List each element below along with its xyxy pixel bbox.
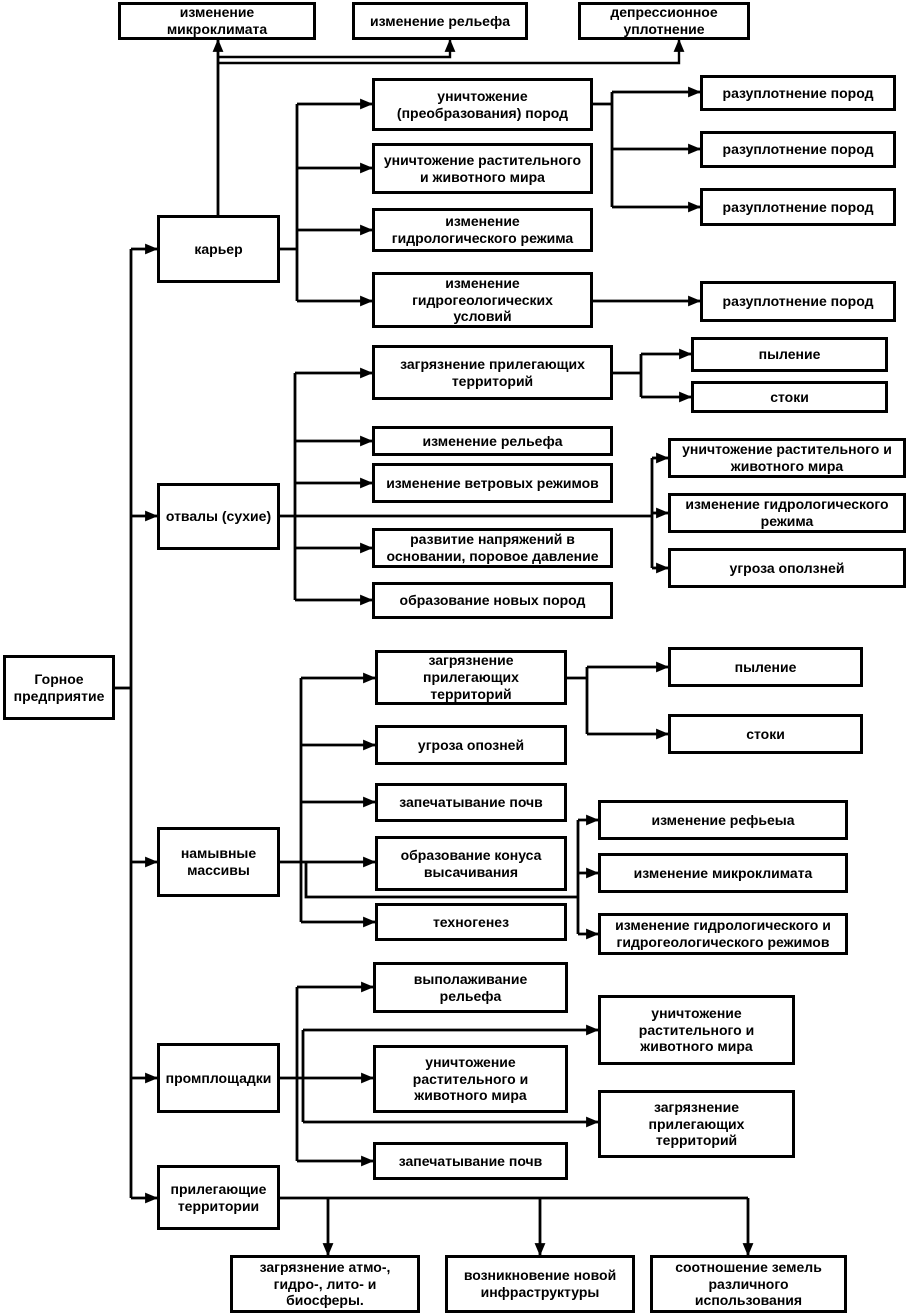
node-dusting-fills: пыление <box>668 647 863 687</box>
node-flora-fauna-destruction-dumps: уничтожение растительного и животного ми… <box>668 438 906 478</box>
node-adjacent-territories: прилегающие территории <box>157 1165 280 1230</box>
node-flora-fauna-destruction-sites-right: уничтожение растительного и животного ми… <box>598 995 795 1065</box>
connector-line <box>304 862 578 899</box>
node-microclimate-change-fills: изменение микроклимата <box>598 853 848 893</box>
node-rock-deconsolidation-4: разуплотнение пород <box>700 281 896 322</box>
node-hydrological-regime-change-dumps: изменение гидрологического режима <box>668 493 906 533</box>
node-hydraulic-fill-massifs: намывные массивы <box>157 827 280 897</box>
node-landslide-threat-fills: угроза опозней <box>375 725 567 765</box>
node-adjacent-pollution-dumps: загрязнение прилегающих территорий <box>372 345 613 400</box>
node-technogenesis: техногенез <box>375 903 567 941</box>
node-relief-flattening: выполаживание рельефа <box>373 962 568 1013</box>
node-rock-deconsolidation-1: разуплотнение пород <box>700 75 896 111</box>
node-industrial-sites: промплощадки <box>157 1043 280 1113</box>
node-microclimate-change-top: изменение микроклимата <box>118 2 316 40</box>
node-soil-sealing-sites: запечатывание почв <box>373 1142 568 1180</box>
node-relief-change-dumps: изменение рельефа <box>372 426 613 456</box>
node-new-infrastructure: возникновение новой инфраструктуры <box>445 1255 635 1313</box>
node-seepage-cone-formation: образование конуса высачивания <box>375 836 567 891</box>
connector-arrow <box>218 38 456 59</box>
connector-arrow <box>218 38 685 65</box>
node-spheres-pollution: загрязнение атмо-, гидро-, лито- и биосф… <box>230 1255 420 1313</box>
node-hydro-regimes-change-fills: изменение гидрологического и гидрогеолог… <box>598 913 848 955</box>
node-depression-compaction-top: депрессионное уплотнение <box>578 2 750 40</box>
node-hydrogeological-conditions-change: изменение гидрогеологических условий <box>372 272 593 328</box>
node-dusting-dumps: пыление <box>691 337 888 372</box>
node-runoff-fills: стоки <box>668 714 863 754</box>
node-dry-dumps: отвалы (сухие) <box>157 483 280 550</box>
node-flora-fauna-destruction-quarry: уничтожение растительного и животного ми… <box>372 143 593 194</box>
node-flora-fauna-destruction-sites: уничтожение растительного и животного ми… <box>373 1045 568 1113</box>
node-new-rock-formation: образование новых пород <box>372 582 613 619</box>
node-quarry: карьер <box>157 215 280 283</box>
node-landslide-threat-dumps: угроза оползней <box>668 548 906 588</box>
node-soil-sealing-fills: запечатывание почв <box>375 783 567 822</box>
node-adjacent-pollution-fills: загрязнение прилегающих территорий <box>375 650 567 705</box>
node-runoff-dumps: стоки <box>691 381 888 413</box>
node-wind-regime-change: изменение ветровых режимов <box>372 463 613 503</box>
node-relief-change-fills: изменение рефьеыа <box>598 800 848 840</box>
node-rock-deconsolidation-2: разуплотнение пород <box>700 131 896 168</box>
node-adjacent-pollution-sites-right: загрязнение прилегающих территорий <box>598 1090 795 1158</box>
node-rock-destruction: уничтожение (преобразования) пород <box>372 78 593 131</box>
node-relief-change-top: изменение рельефа <box>352 2 528 40</box>
node-land-use-ratio: соотношение земель различного использова… <box>650 1255 847 1313</box>
node-foundation-stress: развитие напряжений в основании, поровое… <box>372 528 613 568</box>
node-rock-deconsolidation-3: разуплотнение пород <box>700 188 896 226</box>
node-root-mining-enterprise: Горное предприятие <box>3 655 115 720</box>
node-hydrological-regime-change-quarry: изменение гидрологического режима <box>372 208 593 252</box>
